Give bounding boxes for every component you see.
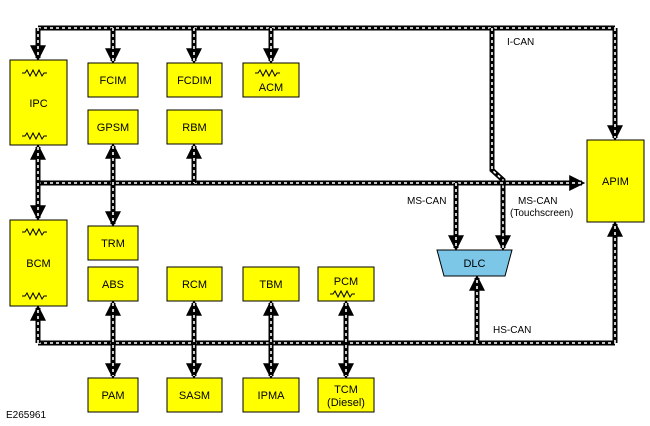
module-rcm: RCM xyxy=(166,266,223,302)
mscan-touch-label: MS-CAN xyxy=(518,196,557,207)
resistor-icon xyxy=(22,68,47,78)
module-apim: APIM xyxy=(586,139,645,223)
resistor-icon xyxy=(22,291,47,301)
module-gpsm-label: GPSM xyxy=(97,122,129,134)
module-rbm: RBM xyxy=(166,109,223,145)
module-fcdim: FCDIM xyxy=(166,62,223,98)
module-tbm: TBM xyxy=(242,266,300,302)
ican-drop-dlc xyxy=(489,28,512,252)
module-pam: PAM xyxy=(87,377,139,413)
module-ipc: IPC xyxy=(9,59,68,146)
module-ipma-label: IPMA xyxy=(258,390,286,402)
resistor-icon xyxy=(22,131,47,141)
module-fcdim-label: FCDIM xyxy=(177,75,212,87)
module-rbm-label: RBM xyxy=(182,122,206,134)
figure-id: E265961 xyxy=(6,410,46,421)
module-ipma: IPMA xyxy=(242,377,300,413)
module-pcm-label: PCM xyxy=(334,276,358,288)
module-tcm-sublabel: (Diesel) xyxy=(327,397,365,409)
module-fcim: FCIM xyxy=(87,62,139,98)
resistor-icon xyxy=(330,289,355,299)
hscan-label: HS-CAN xyxy=(493,325,531,336)
module-fcim-label: FCIM xyxy=(100,75,127,87)
module-tcm-label: TCM xyxy=(334,384,358,396)
module-abs-label: ABS xyxy=(102,279,124,291)
bus-lines xyxy=(29,25,624,380)
module-tbm-label: TBM xyxy=(259,279,282,291)
module-sasm-label: SASM xyxy=(179,390,210,402)
resistor-icon xyxy=(22,227,47,237)
module-trm: TRM xyxy=(87,225,139,261)
module-abs: ABS xyxy=(87,266,139,302)
connector-dlc: DLC xyxy=(436,249,513,277)
module-acm-label: ACM xyxy=(259,82,283,94)
module-bcm: BCM xyxy=(9,219,68,307)
module-sasm: SASM xyxy=(166,377,223,413)
resistor-icon xyxy=(255,68,280,78)
module-tcm: TCM (Diesel) xyxy=(317,377,375,413)
module-rcm-label: RCM xyxy=(182,279,207,291)
module-gpsm: GPSM xyxy=(87,109,139,145)
connector-dlc-label: DLC xyxy=(463,258,485,270)
module-ipc-label: IPC xyxy=(29,98,47,110)
mscan-touch-sublabel: (Touchscreen) xyxy=(510,208,573,219)
module-pam-label: PAM xyxy=(101,390,124,402)
module-pcm: PCM xyxy=(317,266,375,302)
ican-label: I-CAN xyxy=(507,37,534,48)
module-acm: ACM xyxy=(242,62,300,98)
module-trm-label: TRM xyxy=(101,238,125,250)
module-bcm-label: BCM xyxy=(26,258,50,270)
module-apim-label: APIM xyxy=(602,176,629,188)
mscan-label: MS-CAN xyxy=(407,196,446,207)
